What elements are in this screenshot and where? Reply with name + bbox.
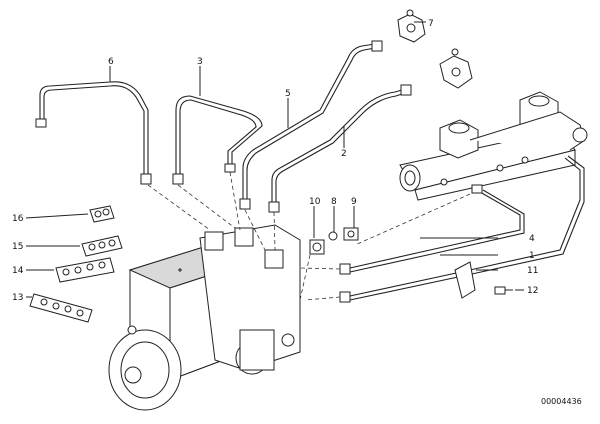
brake-pipe-4[interactable] xyxy=(339,184,525,275)
bolt[interactable] xyxy=(494,286,513,295)
callout-16: 16 xyxy=(12,214,24,224)
brake-pipe-3[interactable] xyxy=(172,95,263,185)
washer[interactable] xyxy=(328,231,338,241)
callout-9: 9 xyxy=(351,197,357,207)
callout-10: 10 xyxy=(309,197,321,207)
callout-11: 11 xyxy=(527,266,538,276)
pipe-clip-13[interactable] xyxy=(29,293,93,323)
callout-2: 2 xyxy=(341,149,347,159)
document-number: 00004436 xyxy=(541,397,582,406)
callout-3: 3 xyxy=(197,57,203,67)
callout-4: 4 xyxy=(529,234,535,244)
hydraulic-unit[interactable] xyxy=(108,224,301,411)
pipe-clip-16[interactable] xyxy=(89,205,115,223)
callout-14: 14 xyxy=(12,266,24,276)
leader-lines xyxy=(147,171,471,301)
callout-6: 6 xyxy=(108,57,114,67)
callout-7: 7 xyxy=(428,19,434,29)
callout-leaders xyxy=(25,21,524,298)
callout-8: 8 xyxy=(331,197,337,207)
pipe-clip-14[interactable] xyxy=(55,257,115,283)
cap-nut[interactable] xyxy=(309,239,325,255)
mounting-bracket[interactable] xyxy=(454,261,476,299)
callout-1: 1 xyxy=(529,251,535,261)
callout-labels: 6 3 5 2 7 10 8 9 4 1 11 12 16 15 14 13 xyxy=(12,19,538,303)
callout-13: 13 xyxy=(12,293,23,303)
brake-pipe-5[interactable] xyxy=(239,40,383,210)
master-cylinder[interactable] xyxy=(399,91,588,201)
connector-piece[interactable] xyxy=(343,227,359,241)
callout-15: 15 xyxy=(12,242,23,252)
brake-pipe-2[interactable] xyxy=(268,84,412,213)
brake-pipe-6[interactable] xyxy=(35,81,152,185)
brake-fitting-upper[interactable] xyxy=(397,9,426,43)
pipe-clip-15[interactable] xyxy=(81,235,123,257)
callout-12: 12 xyxy=(527,286,538,296)
callout-5: 5 xyxy=(285,89,291,99)
brake-fitting-lower[interactable] xyxy=(439,48,473,89)
